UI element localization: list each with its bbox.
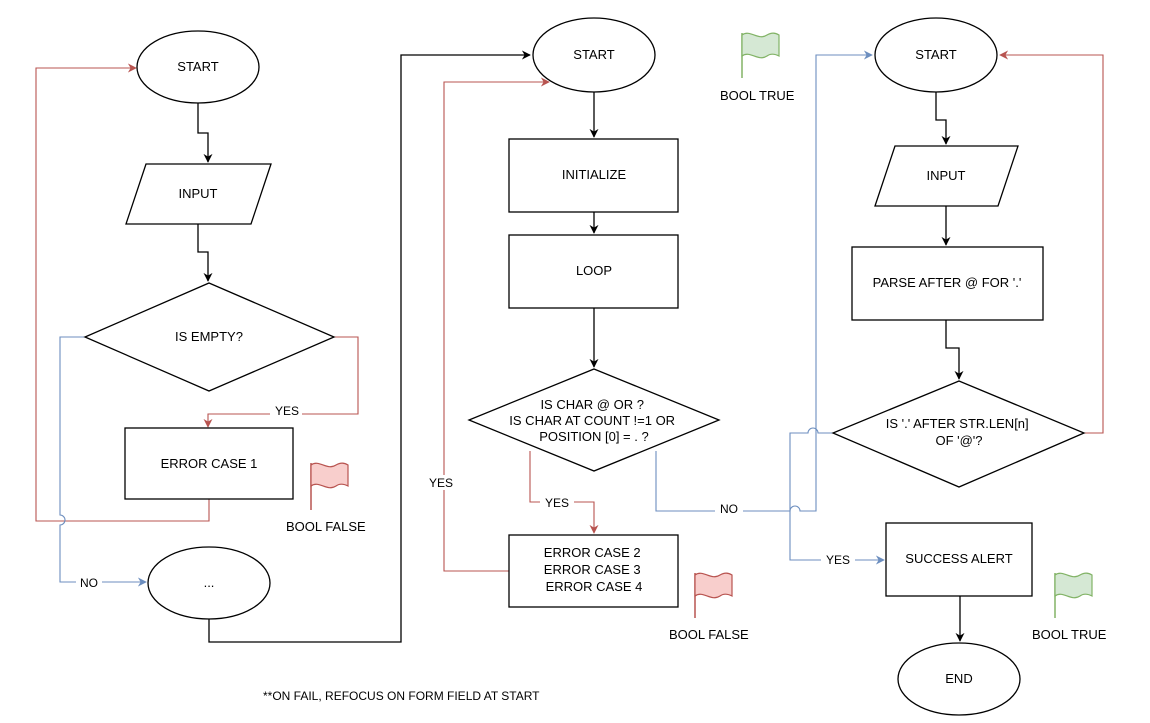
flow1-flag-label: BOOL FALSE bbox=[286, 519, 366, 534]
flow1-decision-node bbox=[83, 282, 336, 392]
edge-decision3-yes bbox=[789, 427, 885, 565]
flow1-input-node bbox=[125, 163, 272, 225]
flow2-no-label: NO bbox=[720, 502, 738, 516]
flow1-no-label: NO bbox=[80, 576, 98, 590]
flow3-parse-node bbox=[851, 246, 1044, 321]
flow3-flag-label: BOOL TRUE bbox=[1032, 627, 1107, 642]
flow2-error-line: ERROR CASE 4 bbox=[546, 579, 643, 594]
flow2-errors-text: ERROR CASE 2 ERROR CASE 3 ERROR CASE 4 bbox=[544, 545, 644, 594]
flow2-loop-node bbox=[508, 234, 679, 309]
flow3-end-text: END bbox=[945, 671, 972, 686]
flow2-start-node bbox=[532, 17, 656, 93]
flow3-success-node bbox=[885, 522, 1033, 597]
flow1-yes-label: YES bbox=[275, 404, 299, 418]
flow1-flag-icon bbox=[310, 462, 349, 510]
flow3: START INPUT PARSE AFTER @ FOR '.' IS '.'… bbox=[831, 17, 1107, 716]
flow2-start-text: START bbox=[573, 47, 614, 62]
flow2-yes-back-label: YES bbox=[429, 476, 453, 490]
flow2-initialize-text: INITIALIZE bbox=[562, 167, 627, 182]
flow3-end-node bbox=[897, 642, 1021, 716]
flow2-loop-text: LOOP bbox=[576, 263, 612, 278]
flow2-errors-node bbox=[508, 534, 679, 608]
flow3-start-node bbox=[874, 17, 998, 93]
edge-error1-back-to-start1 bbox=[35, 63, 210, 522]
edge-decision3-back-to-start3 bbox=[999, 50, 1104, 434]
flow2-error-line: ERROR CASE 2 bbox=[544, 545, 641, 560]
flow1: START INPUT IS EMPTY? ERROR CASE 1 ... B… bbox=[83, 30, 366, 620]
flow1-start-text: START bbox=[177, 59, 218, 74]
flow3-input-node bbox=[874, 145, 1019, 207]
flow2-top-flag-label: BOOL TRUE bbox=[720, 88, 795, 103]
flow3-decision-text: IS '.' AFTER STR.LEN[n] OF '@'? bbox=[886, 416, 1033, 448]
flow3-decision-line: OF '@'? bbox=[935, 433, 982, 448]
flow3-yes-label: YES bbox=[826, 553, 850, 567]
edge-decision1-yes bbox=[203, 336, 359, 428]
flow2-yes-label: YES bbox=[545, 496, 569, 510]
flow2-decision-line: IS CHAR @ OR ? bbox=[540, 397, 644, 412]
flow2-error-line: ERROR CASE 3 bbox=[544, 562, 641, 577]
flow3-decision-line: IS '.' AFTER STR.LEN[n] bbox=[886, 416, 1029, 431]
flow2-decision-line: POSITION [0] = . ? bbox=[539, 429, 648, 444]
flow3-input-text: INPUT bbox=[927, 168, 966, 183]
edge-errors-back-to-start2 bbox=[443, 77, 550, 572]
flow1-ellipsis-text: ... bbox=[204, 575, 215, 590]
flow1-decision-text: IS EMPTY? bbox=[175, 329, 243, 344]
edge-labels: YES NO YES YES NO YES bbox=[76, 403, 855, 590]
edge-start1-to-input1 bbox=[197, 103, 213, 163]
flow2-initialize-node bbox=[508, 138, 679, 213]
flow1-error-node bbox=[124, 427, 294, 500]
flow2-decision-line: IS CHAR AT COUNT !=1 OR bbox=[509, 413, 675, 428]
footnote: **ON FAIL, REFOCUS ON FORM FIELD AT STAR… bbox=[263, 689, 540, 703]
flow2-bottom-flag-icon bbox=[694, 572, 733, 618]
flow2-top-flag-icon bbox=[741, 32, 780, 78]
flow1-input-text: INPUT bbox=[179, 186, 218, 201]
edge-input1-to-decision1 bbox=[197, 224, 213, 282]
flow3-parse-text: PARSE AFTER @ FOR '.' bbox=[873, 275, 1022, 290]
flow3-decision-node bbox=[831, 380, 1086, 488]
edge-parse-to-decision3 bbox=[945, 320, 964, 380]
flow1-error-text: ERROR CASE 1 bbox=[161, 456, 258, 471]
flow2-decision-text: IS CHAR @ OR ? IS CHAR AT COUNT !=1 OR P… bbox=[509, 397, 678, 444]
flow1-ellipsis-node bbox=[147, 546, 271, 620]
flow3-flag-icon bbox=[1054, 572, 1093, 618]
flow2-bottom-flag-label: BOOL FALSE bbox=[669, 627, 749, 642]
edge-decision1-no bbox=[59, 336, 147, 587]
edges bbox=[35, 50, 1104, 643]
flow3-success-text: SUCCESS ALERT bbox=[905, 551, 1012, 566]
edge-ellipsis-to-start2 bbox=[208, 50, 531, 643]
flow3-start-text: START bbox=[915, 47, 956, 62]
flow2: START INITIALIZE LOOP IS CHAR @ OR ? IS … bbox=[467, 17, 795, 642]
edge-start3-to-input3 bbox=[935, 92, 951, 145]
edge-decision2-no bbox=[655, 50, 873, 512]
flow1-start-node bbox=[136, 30, 260, 104]
flow2-decision-node bbox=[467, 368, 721, 472]
